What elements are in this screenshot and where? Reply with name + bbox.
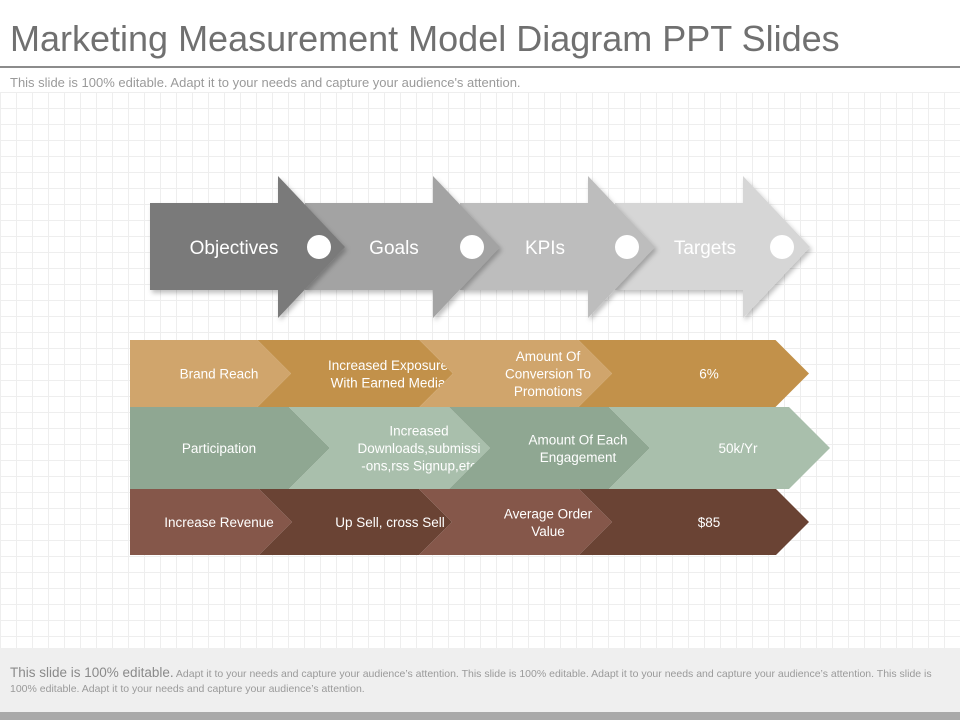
stage-label: KPIs (525, 238, 565, 259)
stage-dot-goals (460, 235, 484, 259)
metric-cell-text: Amount Of Each (528, 432, 627, 447)
metric-cell-d-shape (578, 340, 809, 407)
stage-dot-targets (770, 235, 794, 259)
stage-arrow-objectives (150, 176, 345, 318)
footer-text: This slide is 100% editable. Adapt it to… (10, 665, 940, 697)
metric-cell-a-shape (130, 489, 292, 555)
metric-cell-b-shape (289, 407, 490, 489)
stage-dot-kpis (615, 235, 639, 259)
metric-cell-text: Value (531, 524, 565, 539)
slide-title: Marketing Measurement Model Diagram PPT … (10, 18, 840, 59)
stage-label: Targets (674, 238, 736, 259)
stage-arrows: Targets KPIs Goals Objectives (150, 176, 810, 318)
metric-cell-text: -ons,rss Signup,etc (361, 459, 477, 474)
metric-cell-text: 6% (699, 367, 719, 382)
metric-cell-text: Increase Revenue (164, 515, 274, 530)
metric-row-3: Increase Revenue Up Sell, cross Sell Avera… (130, 489, 809, 555)
metric-cell-d-shape (579, 489, 809, 555)
metric-cell-text: With Earned Media (331, 375, 446, 390)
footer-lead: This slide is 100% editable. (10, 665, 174, 680)
stage-label: Goals (369, 238, 419, 259)
metric-cell-text: Amount Of (516, 349, 581, 364)
metric-cell-text: Conversion To (505, 367, 591, 382)
metric-cell-text: Average Order (504, 506, 593, 521)
metric-cell-d-shape (609, 407, 830, 489)
metric-cell-c-shape (419, 340, 612, 407)
metric-cell-c-shape (419, 489, 612, 555)
metric-cell-text: Promotions (514, 384, 583, 399)
metric-row-2: Participation IncreasedDownloads,submissi… (130, 407, 830, 489)
stage-dot-objectives (307, 235, 331, 259)
metric-cell-text: Increased Exposure (328, 358, 448, 373)
metric-cell-b-shape (257, 340, 453, 407)
metric-cell-c-shape (449, 407, 650, 489)
metric-cell-text: 50k/Yr (718, 441, 758, 456)
metric-cell-text: Downloads,submissi (357, 441, 480, 456)
metric-cell-text: Brand Reach (180, 367, 259, 382)
metric-cell-text: $85 (698, 515, 721, 530)
stage-arrow-targets (615, 176, 810, 318)
bottom-bar (0, 712, 960, 720)
metric-cell-a-shape (130, 407, 330, 489)
stage-arrow-goals (305, 176, 500, 318)
metric-cell-b-shape (259, 489, 452, 555)
metric-cell-text: Up Sell, cross Sell (335, 515, 445, 530)
footer-body: Adapt it to your needs and capture your … (10, 668, 932, 695)
footer-panel: This slide is 100% editable. Adapt it to… (0, 648, 960, 712)
title-divider (0, 66, 960, 68)
metric-cell-text: Engagement (540, 450, 617, 465)
stage-label: Objectives (190, 238, 279, 259)
stage-arrow-kpis (460, 176, 655, 318)
slide-subtitle: This slide is 100% editable. Adapt it to… (10, 75, 521, 90)
metric-cell-text: Increased (389, 424, 448, 439)
metric-cell-a-shape (130, 340, 291, 407)
metric-cell-text: Participation (182, 441, 256, 456)
